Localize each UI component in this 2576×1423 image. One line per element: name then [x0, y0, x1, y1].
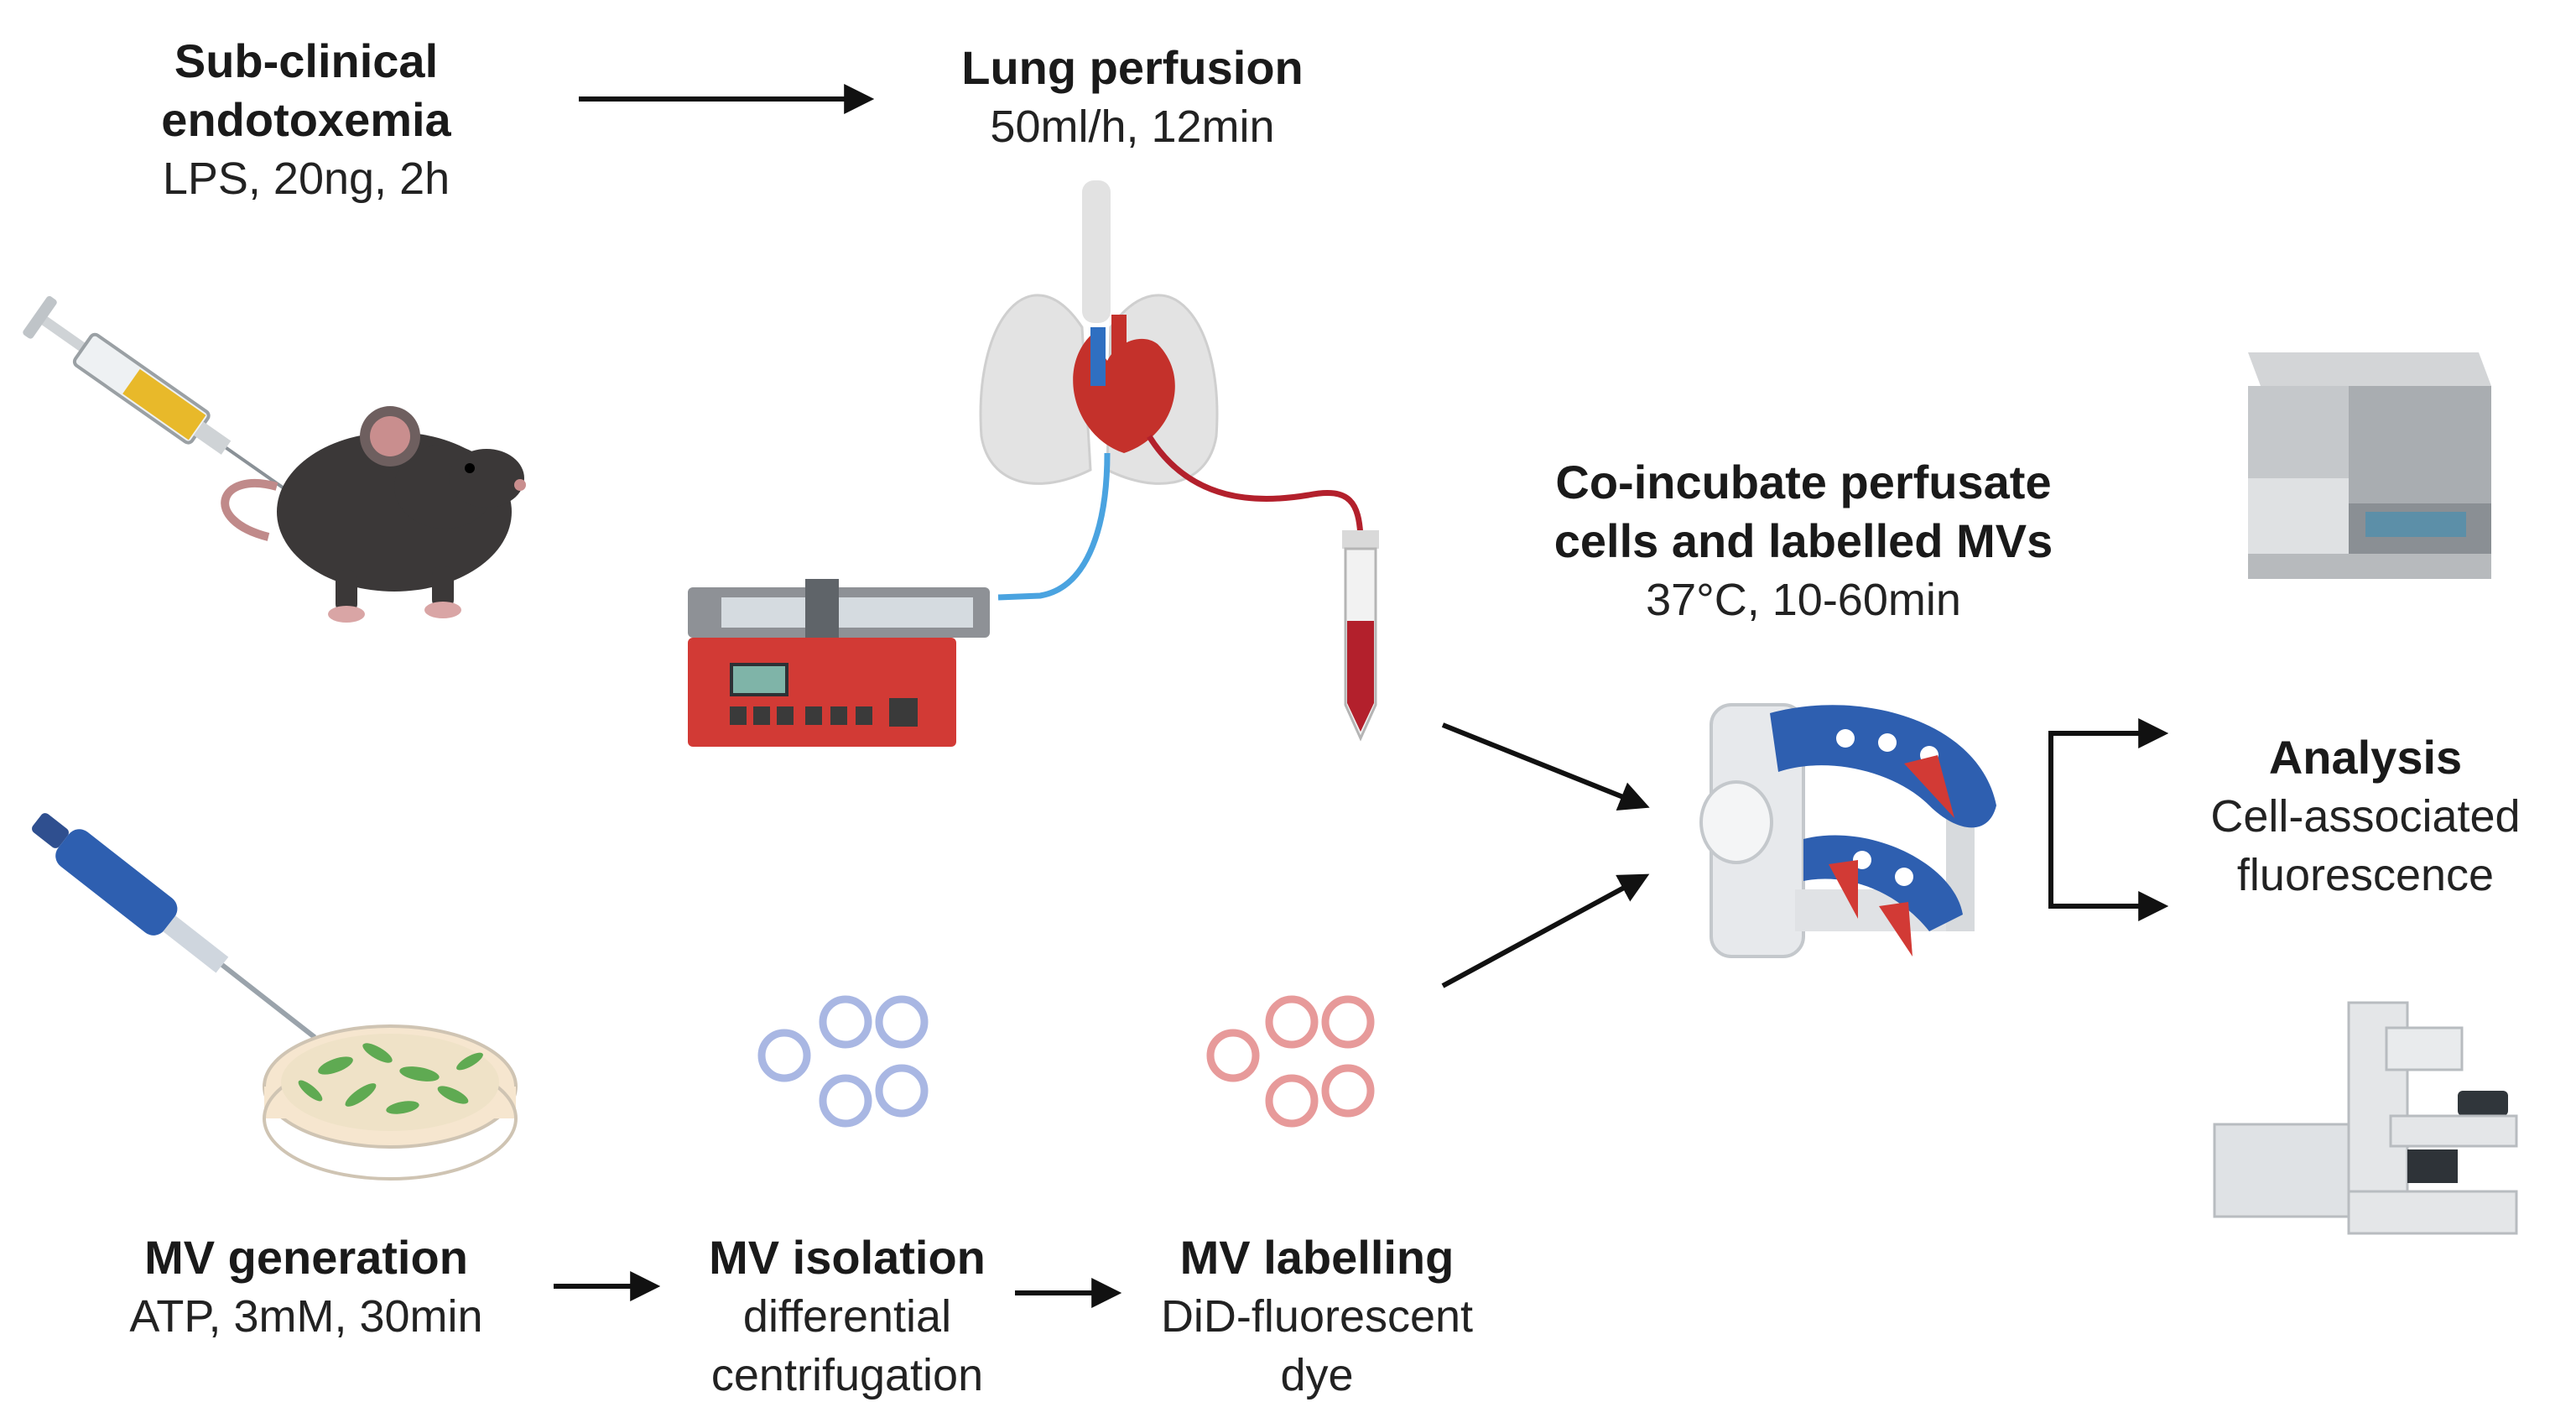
collection-tube-icon	[1342, 530, 1379, 742]
tube-rotator-icon	[1699, 703, 1996, 958]
analysis-label: Analysis Cell-associated fluorescence	[2210, 731, 2521, 900]
vesicles-icon	[757, 995, 929, 1128]
petri-dish-icon	[263, 1024, 518, 1181]
flow-cytometer-icon	[2248, 352, 2491, 579]
perfusion-label: Lung perfusion 50ml/h, 12min	[961, 41, 1304, 152]
mouse-icon	[221, 406, 526, 623]
arrow-perfusion-to-coincubate	[1441, 722, 1650, 811]
labelled-vesicles-icon	[1206, 995, 1375, 1128]
syringe-icon	[23, 295, 291, 494]
endotoxemia-label: Sub-clinical endotoxemia LPS, 20ng, 2h	[161, 34, 451, 204]
coincubate-label: Co-incubate perfusate cells and labelled…	[1553, 456, 2053, 625]
mv-generation-label: MV generation ATP, 3mM, 30min	[129, 1231, 483, 1342]
arrow-fork-to-analysis	[2048, 718, 2169, 921]
pipette-icon	[32, 813, 317, 1040]
syringe-pump-icon	[688, 579, 990, 747]
mv-isolation-label: MV isolation differential centrifugation	[709, 1231, 986, 1400]
mv-labelling-label: MV labelling DiD-fluorescent dye	[1160, 1231, 1474, 1400]
microscope-icon	[2213, 1001, 2518, 1235]
arrow-labelling-to-coincubate	[1441, 873, 1650, 988]
lungs-heart-icon	[979, 180, 1364, 601]
